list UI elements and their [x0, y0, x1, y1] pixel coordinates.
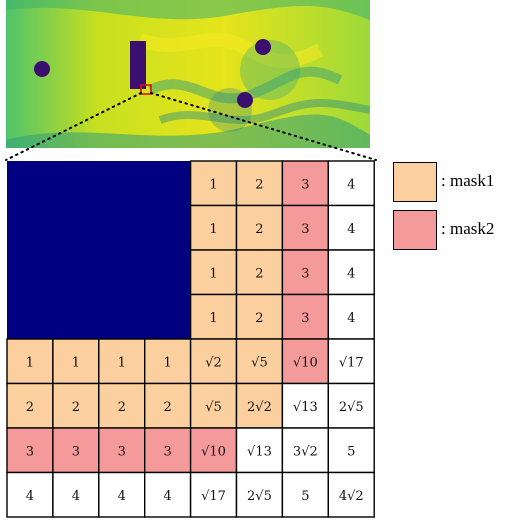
grid-cell: [52, 471, 100, 518]
grid-cell-value: √17: [339, 355, 364, 370]
grid-cell-value: 4: [347, 177, 355, 192]
grid-cell-value: √10: [293, 355, 318, 370]
grid-cell-value: 1: [72, 355, 80, 370]
grid-cell-value: 4: [26, 489, 34, 504]
mask1-swatch: [393, 162, 437, 202]
grid-cell-value: 4: [118, 489, 126, 504]
zoom-lines: [5, 92, 377, 161]
grid-cell-value: 1: [118, 355, 126, 370]
grid-cell: [281, 471, 329, 518]
grid-cell-value: 2√5: [247, 489, 272, 504]
grid-cell: [235, 382, 284, 429]
grid-cell: [6, 382, 54, 429]
grid-cell: [52, 427, 100, 474]
grid-cell: [235, 471, 284, 518]
zoom-region-marker: [140, 84, 152, 95]
grid-cell-value: 1: [209, 177, 217, 192]
grid-cell-value: 3: [164, 444, 172, 459]
grid-cell-value: 5: [301, 489, 309, 504]
grid-cell: [327, 471, 375, 518]
grid-cell-value: 2: [164, 400, 172, 415]
obstacle-plate: [130, 41, 146, 89]
grid-cell-value: 2: [118, 400, 126, 415]
grid-cell: [143, 338, 192, 385]
grid-cell-value: 3: [118, 444, 126, 459]
grid-cell-value: 4: [347, 311, 355, 326]
grid-cell-value: √5: [251, 355, 268, 370]
grid-cell-value: 2: [255, 311, 263, 326]
grid-cell-value: 2: [26, 400, 34, 415]
grid-cell: [189, 382, 238, 429]
grid-cell-value: 2: [255, 222, 263, 237]
grid-cell: [235, 293, 284, 340]
grid-cell-value: 4: [347, 222, 355, 237]
grid-cell: [281, 160, 329, 207]
grid-cell: [143, 427, 192, 474]
grid-cell-value: √2: [205, 355, 222, 370]
grid-cell: [327, 249, 375, 296]
grid-cell: [281, 427, 329, 474]
grid-cell-value: 1: [209, 266, 217, 281]
grid-cell-value: √17: [201, 489, 226, 504]
grid-cell: [327, 293, 375, 340]
grid-cell-value: √13: [293, 400, 318, 415]
grid-cell-value: 2: [72, 400, 80, 415]
grid-cell-value: 3: [301, 222, 309, 237]
grid-cell-value: 4: [164, 489, 172, 504]
grid-cell-value: 3: [72, 444, 80, 459]
grid-cell-value: 4: [72, 489, 80, 504]
grid-cell-value: √5: [205, 400, 222, 415]
grid-cell: [98, 382, 146, 429]
grid-cell-value: √10: [201, 444, 226, 459]
grid-cell-value: 2: [255, 177, 263, 192]
mask2-label: : mask2: [441, 219, 495, 238]
grid-cell-value: √13: [247, 444, 272, 459]
grid-cell-value: 3: [301, 177, 309, 192]
grid-cell-value: 2√5: [339, 400, 364, 415]
grid-cell: [143, 471, 192, 518]
grid-cell-value: 1: [164, 355, 172, 370]
grid-cell-value: 1: [209, 222, 217, 237]
grid-cell-value: 4√2: [339, 489, 364, 504]
grid-cell-value: 3: [26, 444, 34, 459]
grid-cell-value: 2√2: [247, 400, 272, 415]
obstacle-disc-top-right: [255, 39, 271, 55]
flow-field: [6, 0, 370, 148]
grid-cell: [235, 160, 284, 207]
mask2-swatch: [393, 210, 437, 250]
grid-cell: [281, 382, 329, 429]
grid-cell-value: 5: [347, 444, 355, 459]
grid-cell-value: 3√2: [293, 444, 318, 459]
grid-cell: [281, 249, 329, 296]
grid-cell-value: 2: [255, 266, 263, 281]
grid-cell: [327, 160, 375, 207]
grid-cell: [327, 427, 375, 474]
obstacle-disc-bottom-right: [237, 92, 253, 108]
grid-cell-value: 4: [347, 266, 355, 281]
grid-cell: [327, 338, 375, 385]
mask1-label: : mask1: [441, 171, 495, 190]
grid-cell-value: 3: [301, 266, 309, 281]
grid-cell: [327, 204, 375, 251]
grid-cell-value: 3: [301, 311, 309, 326]
obstacle-disc-left: [34, 61, 50, 77]
grid-cell: [189, 293, 238, 340]
obstacle-block: [7, 161, 191, 339]
grid-cell-value: 1: [209, 311, 217, 326]
grid-cell: [6, 427, 54, 474]
grid-cell-value: 1: [26, 355, 34, 370]
